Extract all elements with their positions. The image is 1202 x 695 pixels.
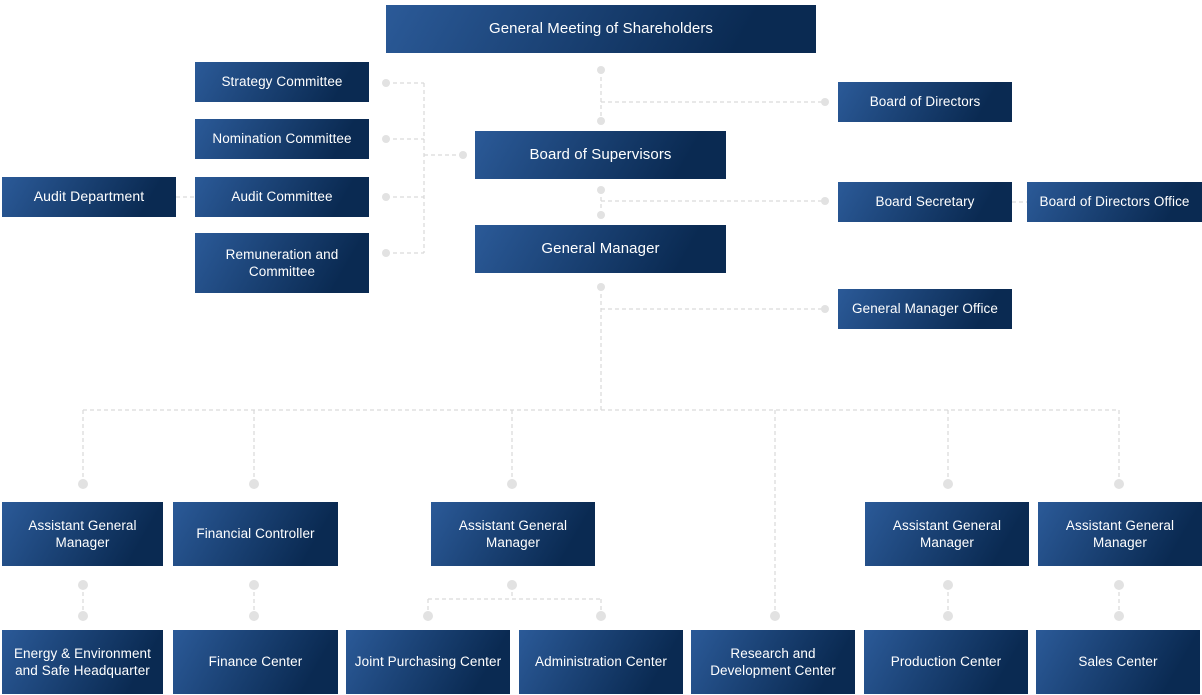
org-box-assistant-general-manager-4: Assistant General Manager bbox=[1038, 502, 1202, 566]
connector-node bbox=[943, 580, 953, 590]
org-box-label: Audit Department bbox=[33, 188, 145, 205]
connector-node bbox=[1114, 611, 1124, 621]
org-box-board-of-directors: Board of Directors bbox=[838, 82, 1012, 122]
org-box-label: Board Secretary bbox=[875, 194, 975, 210]
connector-node bbox=[382, 135, 390, 143]
connector-node bbox=[1114, 479, 1124, 489]
org-box-label: Joint Purchasing Center bbox=[354, 654, 502, 670]
org-box-joint-purchasing-center: Joint Purchasing Center bbox=[346, 630, 510, 694]
org-box-board-of-supervisors: Board of Supervisors bbox=[475, 131, 726, 179]
org-box-research-development-center: Research and Development Center bbox=[691, 630, 855, 694]
connector-node bbox=[507, 580, 517, 590]
org-box-label: Production Center bbox=[890, 654, 1002, 670]
org-box-label: Assistant General Manager bbox=[458, 517, 568, 550]
connector-node bbox=[382, 249, 390, 257]
org-box-label: Audit Committee bbox=[231, 189, 333, 205]
connector-node bbox=[249, 611, 259, 621]
org-box-energy-environment-safe-headquarter: Energy & Environment and Safe Headquarte… bbox=[2, 630, 163, 694]
org-box-label: Board of Directors Office bbox=[1039, 194, 1190, 210]
connector-node bbox=[78, 611, 88, 621]
org-box-label: Nomination Committee bbox=[212, 131, 352, 147]
connector-node bbox=[821, 197, 829, 205]
org-box-financial-controller: Financial Controller bbox=[173, 502, 338, 566]
org-box-label: Strategy Committee bbox=[221, 74, 343, 90]
org-box-label: Assistant General Manager bbox=[28, 517, 137, 550]
org-box-assistant-general-manager-2: Assistant General Manager bbox=[431, 502, 595, 566]
org-box-label: Assistant General Manager bbox=[1065, 517, 1175, 550]
org-box-label: General Meeting of Shareholders bbox=[488, 20, 714, 38]
connector-node bbox=[821, 98, 829, 106]
org-box-label: Remuneration and Committee bbox=[225, 246, 339, 279]
org-box-nomination-committee: Nomination Committee bbox=[195, 119, 369, 159]
org-box-label: Energy & Environment and Safe Headquarte… bbox=[13, 645, 152, 678]
org-box-general-meeting: General Meeting of Shareholders bbox=[386, 5, 816, 53]
connector-node bbox=[382, 79, 390, 87]
org-box-label: Financial Controller bbox=[196, 526, 315, 542]
org-box-administration-center: Administration Center bbox=[519, 630, 683, 694]
org-box-label: General Manager Office bbox=[851, 301, 999, 317]
org-box-general-manager: General Manager bbox=[475, 225, 726, 273]
connector-node bbox=[770, 611, 780, 621]
org-box-remuneration-committee: Remuneration and Committee bbox=[195, 233, 369, 293]
org-box-label: Administration Center bbox=[535, 654, 667, 670]
connector-node bbox=[507, 479, 517, 489]
org-box-board-secretary: Board Secretary bbox=[838, 182, 1012, 222]
org-box-assistant-general-manager-3: Assistant General Manager bbox=[865, 502, 1029, 566]
connector-node bbox=[423, 611, 433, 621]
connector-node bbox=[597, 186, 605, 194]
connector-node bbox=[943, 611, 953, 621]
connector-node bbox=[78, 479, 88, 489]
connector-node bbox=[597, 283, 605, 291]
org-box-label: Research and Development Center bbox=[710, 645, 836, 678]
org-box-assistant-general-manager-1: Assistant General Manager bbox=[2, 502, 163, 566]
connector-node bbox=[1114, 580, 1124, 590]
org-box-production-center: Production Center bbox=[864, 630, 1028, 694]
org-box-audit-department: Audit Department bbox=[2, 177, 176, 217]
connector-node bbox=[821, 305, 829, 313]
org-box-sales-center: Sales Center bbox=[1036, 630, 1200, 694]
connector-node bbox=[459, 151, 467, 159]
connector-node bbox=[597, 117, 605, 125]
org-box-finance-center: Finance Center bbox=[173, 630, 338, 694]
org-box-strategy-committee: Strategy Committee bbox=[195, 62, 369, 102]
org-box-label: Sales Center bbox=[1078, 654, 1158, 670]
org-box-label: General Manager bbox=[541, 240, 660, 258]
org-box-audit-committee: Audit Committee bbox=[195, 177, 369, 217]
org-box-label: Board of Supervisors bbox=[529, 146, 672, 164]
connector-node bbox=[78, 580, 88, 590]
connector-node bbox=[249, 479, 259, 489]
connector-node bbox=[382, 193, 390, 201]
org-box-label: Finance Center bbox=[208, 654, 303, 670]
org-box-board-of-directors-office: Board of Directors Office bbox=[1027, 182, 1202, 222]
org-box-label: Assistant General Manager bbox=[892, 517, 1002, 550]
connector-node bbox=[596, 611, 606, 621]
connector-node bbox=[597, 66, 605, 74]
org-box-general-manager-office: General Manager Office bbox=[838, 289, 1012, 329]
org-box-label: Board of Directors bbox=[869, 94, 981, 110]
connector-node bbox=[597, 211, 605, 219]
connector-node bbox=[943, 479, 953, 489]
connector-node bbox=[249, 580, 259, 590]
